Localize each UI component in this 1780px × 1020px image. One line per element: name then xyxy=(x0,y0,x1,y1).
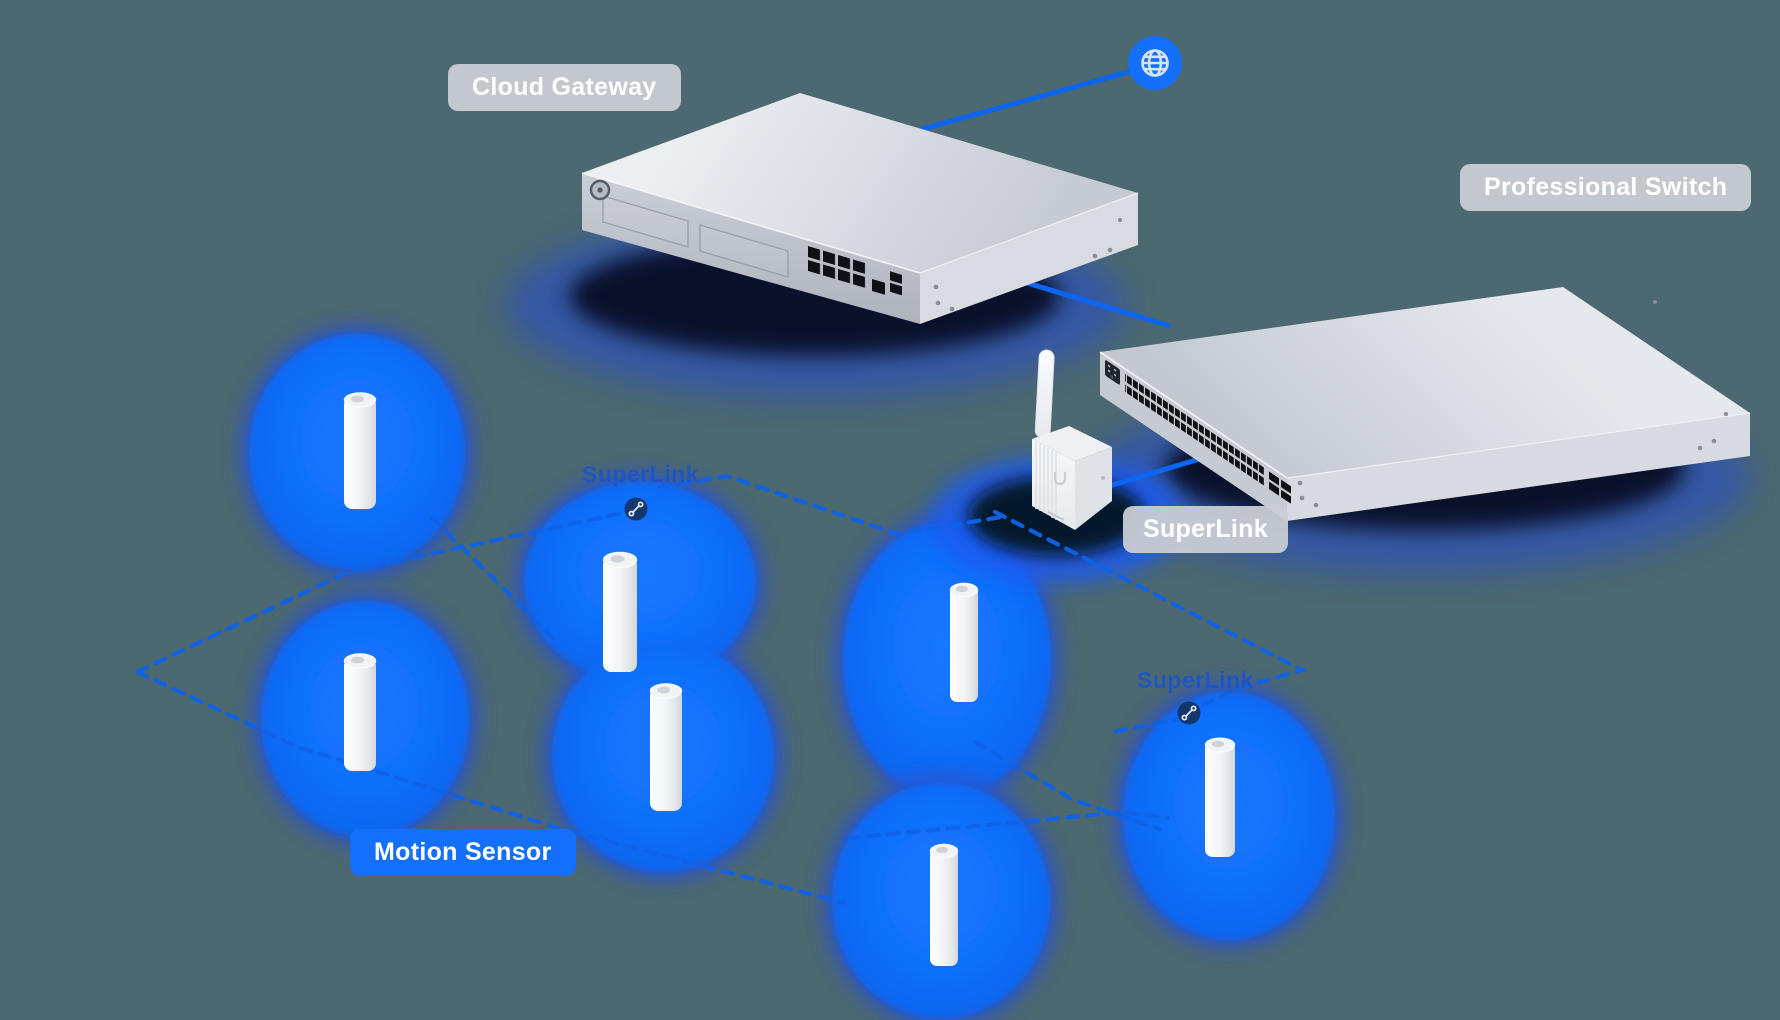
switch-ports xyxy=(1105,360,1291,504)
mesh-line xyxy=(134,507,640,675)
mesh-line xyxy=(992,509,1308,710)
link-icon xyxy=(1177,701,1201,725)
motion-sensor xyxy=(343,392,377,509)
superlink-wireless-text-1: SuperLink xyxy=(582,461,699,487)
motion-sensor xyxy=(602,551,638,672)
motion-sensors xyxy=(343,392,1236,966)
mesh-line xyxy=(1105,715,1188,736)
cloud-gateway-device xyxy=(581,93,1139,324)
mesh-line xyxy=(429,515,563,647)
power-button-detail xyxy=(589,179,611,201)
professional-switch-device xyxy=(1099,287,1751,521)
gateway-internet-line xyxy=(889,65,1144,141)
superlink-label: SuperLink xyxy=(1123,506,1288,553)
motion-sensor xyxy=(1204,737,1236,857)
professional-switch-label: Professional Switch xyxy=(1460,164,1752,211)
motion-zone xyxy=(516,474,782,880)
motion-sensor xyxy=(343,653,377,771)
superlink-device xyxy=(1032,349,1112,530)
globe-icon xyxy=(1128,36,1182,90)
motion-zones xyxy=(241,326,1343,1020)
mesh-line xyxy=(657,473,1011,537)
mesh-line xyxy=(134,669,848,906)
motion-sensor-label: Motion Sensor xyxy=(350,829,576,876)
motion-sensor xyxy=(649,683,683,811)
mesh-line xyxy=(972,739,1163,832)
gateway-ports xyxy=(808,246,902,296)
wireless-mesh-lines xyxy=(134,473,1308,906)
superlink-wireless-text-2: SuperLink xyxy=(1137,667,1254,693)
motion-sensor xyxy=(949,582,979,702)
brand-logo xyxy=(1053,472,1067,486)
motion-zone xyxy=(835,514,1059,806)
mesh-line xyxy=(845,809,1171,841)
motion-sensor xyxy=(929,843,959,966)
cloud-gateway-label: Cloud Gateway xyxy=(448,64,681,111)
link-icon xyxy=(624,497,648,521)
